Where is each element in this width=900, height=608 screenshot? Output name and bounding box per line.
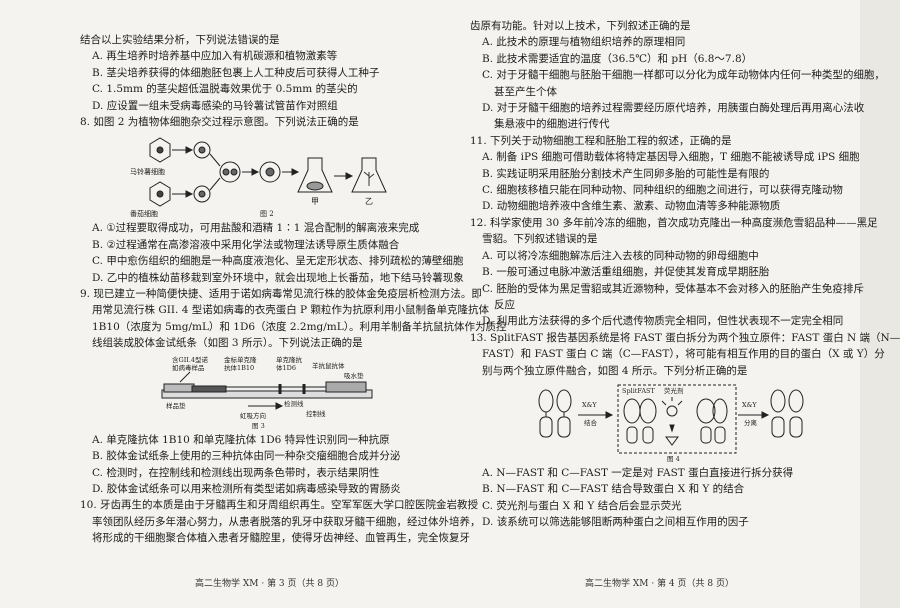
figure-4: X&Y 结合 SplitFAST 荧光剂 X&Y 分离 图 4 (470, 381, 815, 463)
q12-option-d: D. 利用此方法获得的多个后代遗传物质完全相同，但性状表现不一定完全相同 (482, 315, 844, 328)
fluorophore-icon (666, 405, 678, 417)
fig3-label-gold-b: 抗体1B10 (224, 363, 254, 372)
q10-option-d-cont: 集悬液中的细胞进行传代 (494, 118, 610, 131)
bulb-icon (696, 398, 716, 424)
q12-option-c: C. 胚胎的受体为黑足雪貂或其近源物种，受体基本不会对移入的胚胎产生免疫排斥 (482, 282, 864, 295)
fig3-label-sample-b: 如病毒样品 (172, 363, 205, 372)
n-fast-left-icon (538, 389, 554, 413)
fig3-label-gold: 金标单克隆 (224, 355, 257, 364)
flask-yi-icon (351, 157, 387, 193)
q11-option-a: A. 制备 iPS 细胞可借助载体将特定基因导入细胞，T 细胞不能被诱导成 iP… (482, 151, 860, 164)
fusion-diagram: 马铃薯细胞 番茄细胞 甲 乙 图 2 (130, 137, 387, 218)
fig4-label-dye: 荧光剂 (664, 386, 684, 395)
fig4-caption: 图 4 (667, 455, 680, 463)
c-fast-left-icon (556, 389, 572, 413)
q9-option-b: B. 胶体金试纸条上使用的三种抗体由同一种杂交瘤细胞合成并分泌 (92, 450, 401, 463)
q13-option-b: B. N—FAST 和 C—FAST 结合导致蛋白 X 和 Y 的结合 (482, 483, 745, 496)
q13-stem-1: 13. SplitFAST 报告基因系统是将 FAST 蛋白拆分为两个独立原件：… (470, 331, 900, 344)
q7-option-a: A. 再生培养时培养基中应加入有机碳源和植物激素等 (92, 50, 338, 63)
sample-pad (163, 383, 195, 393)
q10-option-b: B. 此技术需要适宜的温度（36.5℃）和 pH（6.8～7.8） (482, 52, 753, 65)
q10-option-c: C. 对于牙髓干细胞与胚胎干细胞一样都可以分化为成年动物体内任何一种类型的细胞， (482, 69, 885, 82)
q10-option-a: A. 此技术的原理与植物组织培养的原理相同 (482, 36, 686, 49)
membrane (225, 386, 327, 392)
q10-stem-1: 10. 牙齿再生的本质是由于牙髓再生和牙周组织再生。空军军医大学口腔医院金岩教授 (80, 499, 479, 512)
fig4-label-bind: X&Y (582, 401, 597, 409)
fig2-label-tomato: 番茄细胞 (130, 209, 158, 218)
fig3-label-pad: 吸水垫 (344, 371, 364, 380)
hexagon-dye-icon (665, 436, 679, 446)
q10-stem-tail: 齿原有功能。针对以上技术，下列叙述正确的是 (470, 20, 691, 32)
q9-stem-4: 线组装成胶体金试纸条（如图 3 所示）。下列说法正确的是 (92, 337, 363, 350)
fig3-label-sample-pad: 样品垫 (166, 401, 186, 410)
fig4-label-bind-2: 结合 (584, 418, 598, 427)
protein-x-left-icon (539, 416, 553, 438)
figure-3: 含GII.4型诺 如病毒样品 金标单克隆 抗体1B10 单克隆抗 体1D6 羊抗… (80, 354, 420, 430)
q9-option-a: A. 单克隆抗体 1B10 和单克隆抗体 1D6 特异性识别同一种抗原 (92, 433, 390, 446)
q8-option-b: B. ②过程通常在高渗溶液中采用化学法或物理法诱导原生质体融合 (92, 238, 400, 251)
q9-option-d: D. 胶体金试纸条可以用来检测所有类型诺如病毒感染导致的胃肠炎 (92, 482, 401, 495)
q12-option-b: B. 一般可通过电脉冲激活重组细胞，并促使其发育成早期胚胎 (482, 266, 770, 279)
fig3-label-test-line: 检测线 (284, 399, 304, 408)
q8-stem: 8. 如图 2 为植物体细胞杂交过程示意图。下列说法正确的是 (80, 116, 359, 129)
protein-y-left-icon (557, 416, 571, 438)
fig3-label-control-line: 控制线 (306, 409, 326, 418)
q11-option-c: C. 细胞核移植只能在同种动物、同种组织的细胞之间进行，可以获得克隆动物 (482, 184, 843, 197)
q7-option-c: C. 1.5mm 的茎尖超低温脱毒效果优于 0.5mm 的茎尖的 (92, 83, 358, 96)
q13-option-c: C. 荧光剂与蛋白 X 和 Y 结合后会显示荧光 (482, 499, 682, 512)
q9-stem-1: 9. 现已建立一种简便快捷、适用于诺如病毒常见流行株的胶体金免疫层析检测方法。即 (80, 288, 482, 301)
q9-option-c: C. 检测时，在控制线和检测线出现两条色带时，表示结果阴性 (92, 466, 380, 479)
q12-stem-1: 12. 科学家使用 30 多年前冷冻的细胞，首次成功克隆出一种高度濒危雪貂品种—… (470, 216, 878, 229)
q8-option-d: D. 乙中的植株幼苗移栽到室外环境中，就会出现地上长番茄，地下结马铃薯现象 (92, 271, 464, 284)
q13-option-a: A. N—FAST 和 C—FAST 一定是对 FAST 蛋白直接进行拆分获得 (482, 466, 794, 479)
potato-cell-icon (149, 137, 171, 164)
right-page-footer: 高二生物学 XM · 第 4 页（共 8 页） (585, 579, 734, 589)
q11-stem: 11. 下列关于动物细胞工程和胚胎工程的叙述，正确的是 (470, 134, 732, 147)
fig3-caption: 图 3 (252, 422, 265, 430)
left-column: 结合以上实验结果分析，下列说法错误的是 A. 再生培养时培养基中应加入有机碳源和… (80, 4, 507, 547)
fig3-label-direction: 虹吸方向 (240, 411, 266, 420)
q12-option-c-cont: 反应 (494, 298, 515, 311)
q11-option-b: B. 实践证明采用胚胎分割技术产生同卵多胎的可能性是有限的 (482, 167, 770, 180)
conjugate-pad (191, 385, 227, 393)
q12-option-a: A. 可以将冷冻细胞解冻后注入去核的同种动物的卵母细胞中 (482, 249, 759, 262)
right-column: 齿原有功能。针对以上技术，下列叙述正确的是 A. 此技术的原理与植物组织培养的原… (470, 4, 900, 531)
q10-stem-3: 将形成的干细胞聚合体植入患者牙髓腔里，使得牙齿神经、血管再生，完全恢复牙 (92, 532, 470, 545)
splitfast-box (617, 384, 737, 454)
q9-stem-2: 用常见流行株 GII. 4 型诺如病毒的衣壳蛋白 P 颗粒作为抗原利用小鼠制备单… (92, 304, 489, 317)
fig2-caption: 图 2 (260, 210, 274, 218)
q9-stem-3: 1B10（浓度为 5mg/mL）和 1D6（浓度 2.2mg/mL）。利用羊制备… (92, 320, 507, 333)
figure-2: 马铃薯细胞 番茄细胞 甲 乙 图 2 (80, 132, 420, 218)
q10-option-d: D. 对于牙髓干细胞的培养过程需要经历原代培养，用胰蛋白酶处理后再用离心法收 (482, 102, 865, 115)
q7-option-d: D. 应设置一组未受病毒感染的马铃薯试管苗作对照组 (92, 99, 338, 112)
q8-option-a: A. ①过程要取得成功，可用盐酸和酒精 1∶1 混合配制的解离液来完成 (92, 222, 420, 235)
flask-jia-icon (297, 157, 333, 193)
q7-option-b: B. 茎尖培养获得的体细胞胚包裹上人工种皮后可获得人工种子 (92, 66, 380, 79)
splitfast-diagram: X&Y 结合 SplitFAST 荧光剂 X&Y 分离 图 4 (538, 384, 804, 463)
fig3-label-goat: 羊抗鼠抗体 (312, 361, 345, 370)
fig3-label-1d6-b: 体1D6 (276, 363, 296, 372)
q8-option-c: C. 甲中愈伤组织的细胞是一种高度液泡化、呈无定形状态、排列疏松的薄壁细胞 (92, 255, 464, 268)
q13-option-d: D. 该系统可以筛选能够阻断两种蛋白之间相互作用的因子 (482, 516, 749, 529)
tomato-cell-icon (149, 181, 171, 208)
q10-stem-2: 率领团队经历多年潜心努力，从患者脱落的乳牙中获取牙髓干细胞，经过体外培养， (92, 515, 481, 528)
fig2-label-yi: 乙 (365, 197, 373, 206)
q12-stem-2: 雪貂。下列叙述错误的是 (482, 233, 598, 246)
q13-stem-3: 别与两个独立原件融合，如图 4 所示。下列分析正确的是 (482, 364, 748, 377)
fig2-label-potato: 马铃薯细胞 (130, 167, 165, 176)
fig4-label-sep: X&Y (742, 401, 757, 409)
fig4-title: SplitFAST (622, 387, 655, 395)
fig3-label-sample: 含GII.4型诺 (172, 355, 209, 364)
q10-option-c-cont: 甚至产生个体 (494, 85, 557, 98)
fig3-label-1d6: 单克隆抗 (276, 355, 303, 364)
q13-stem-2: FAST）和 FAST 蛋白 C 端（C—FAST），将可能有相互作用的目的蛋白… (482, 348, 885, 361)
fig2-label-jia: 甲 (311, 197, 319, 206)
absorbent-pad (325, 381, 367, 393)
q11-option-d: D. 动物细胞培养液中含维生素、激素、动物血清等多种能源物质 (482, 200, 781, 213)
fig4-label-sep-2: 分离 (744, 418, 758, 427)
q7-stem-tail: 结合以上实验结果分析，下列说法错误的是 (80, 34, 280, 46)
test-strip-diagram: 含GII.4型诺 如病毒样品 金标单克隆 抗体1B10 单克隆抗 体1D6 羊抗… (161, 355, 373, 430)
left-page-footer: 高二生物学 XM · 第 3 页（共 8 页） (195, 579, 344, 589)
